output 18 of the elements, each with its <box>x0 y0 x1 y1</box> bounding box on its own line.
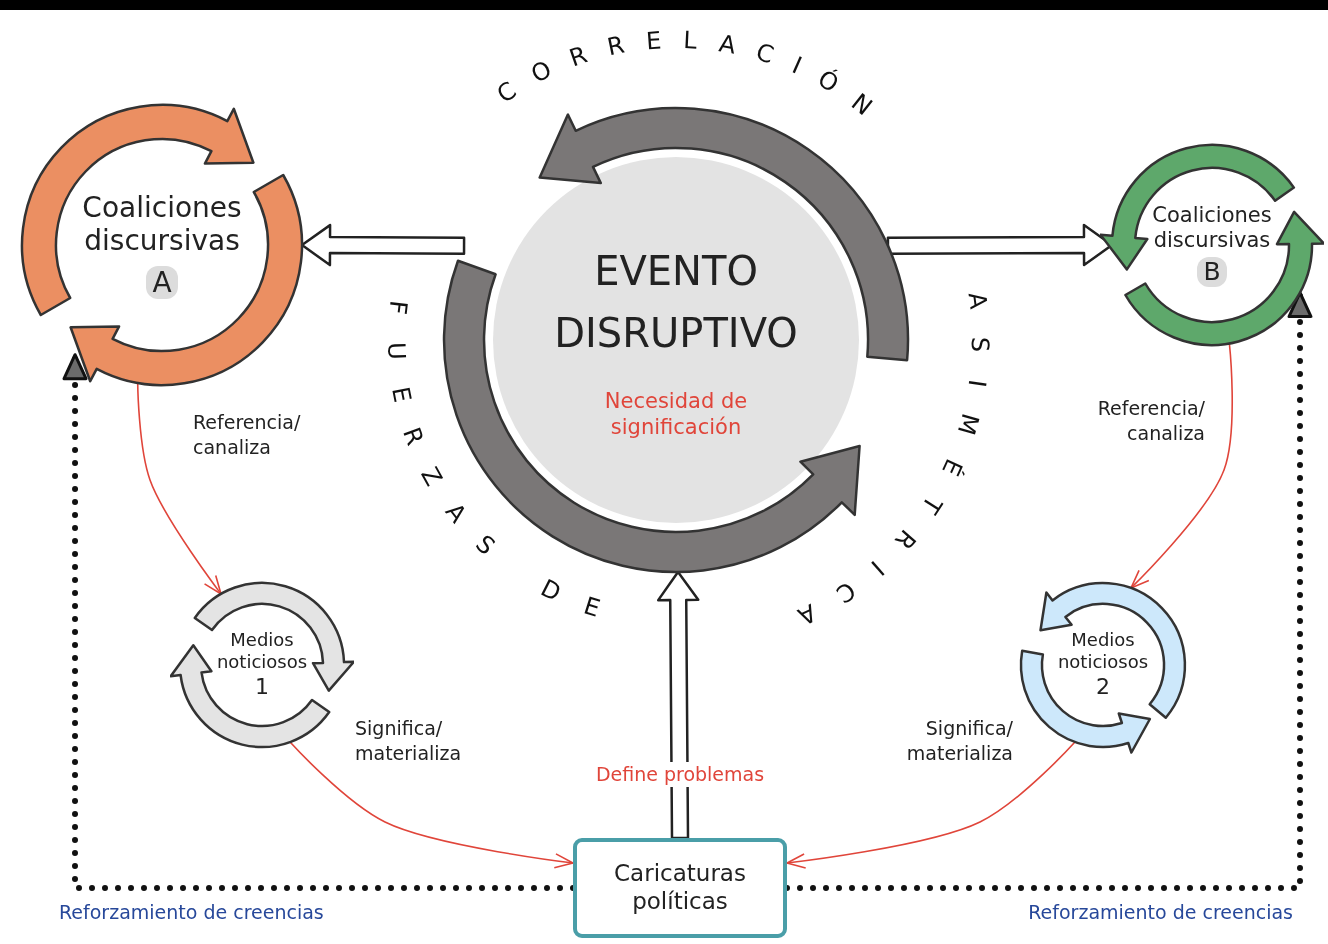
node-title: Medios noticiosos <box>1056 629 1150 673</box>
text-box <box>573 838 787 938</box>
node-title: Coaliciones discursivas <box>1151 202 1273 254</box>
letter-badge: B <box>1197 257 1227 288</box>
arrow <box>289 741 574 869</box>
node-title: Caricaturas políticas <box>613 860 747 916</box>
arrow <box>786 741 1076 869</box>
letter-badge: A <box>146 265 178 300</box>
event-note: Necesidad de significación <box>603 387 749 441</box>
hollow-arrow <box>657 570 700 840</box>
hollow-arrow <box>300 223 466 267</box>
node-title: Coaliciones discursivas <box>81 190 243 258</box>
node-title: Medios noticiosos <box>215 629 309 673</box>
arrow <box>1130 342 1233 589</box>
node-number: 2 <box>1096 674 1110 701</box>
node-number: 1 <box>255 674 269 701</box>
arrow <box>136 382 222 595</box>
event-title: EVENTO DISRUPTIVO <box>553 246 798 356</box>
